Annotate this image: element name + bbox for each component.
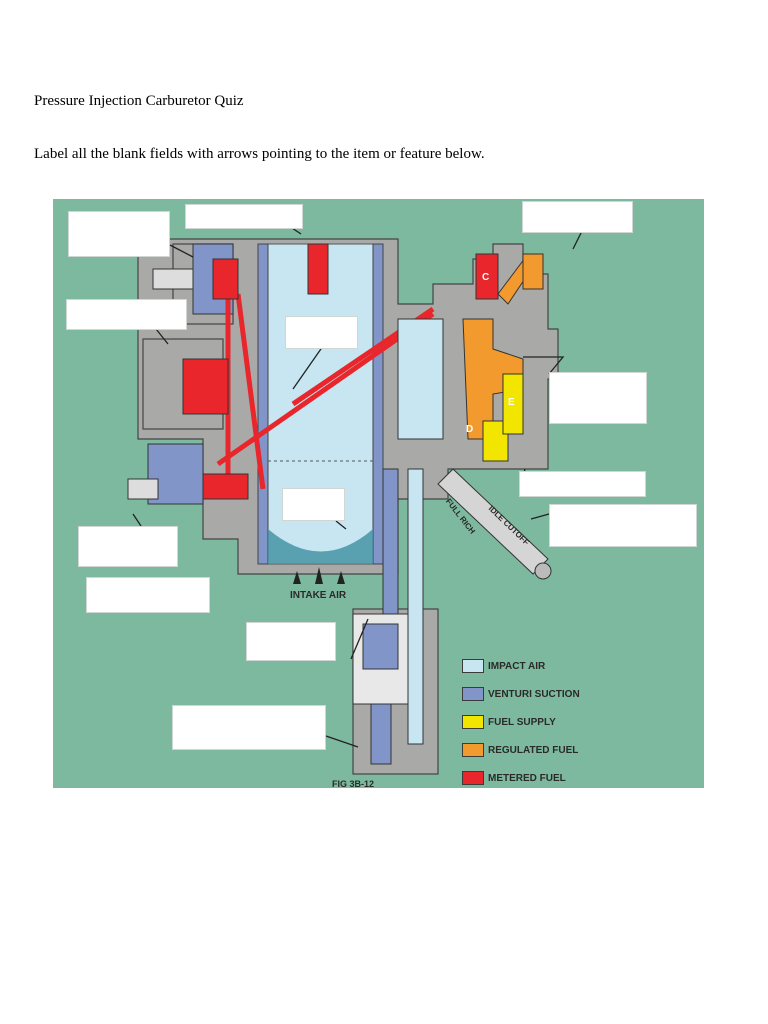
blank-field-5[interactable] — [285, 316, 358, 349]
legend-label: FUEL SUPPLY — [488, 716, 556, 728]
letter-d: D — [466, 424, 474, 435]
legend-label: METERED FUEL — [488, 772, 566, 784]
blank-field-6[interactable] — [549, 372, 647, 424]
legend-swatch — [462, 715, 484, 729]
letter-c: C — [482, 272, 490, 283]
legend-item: IMPACT AIR — [462, 652, 580, 680]
legend-item: VENTURI SUCTION — [462, 680, 580, 708]
impact-air-tubes — [382, 318, 444, 745]
metered-fuel-chambers — [182, 243, 499, 500]
carburetor-diagram: C D E FULL RICH IDLE CUTOFF INTAKE AIR I… — [53, 199, 704, 788]
regulated-fuel-section — [462, 253, 544, 440]
quiz-instructions: Label all the blank fields with arrows p… — [34, 146, 485, 162]
legend-item: REGULATED FUEL — [462, 736, 580, 764]
intake-air-arrows — [293, 567, 345, 584]
blank-field-10[interactable] — [78, 526, 178, 567]
blank-field-12[interactable] — [246, 622, 336, 661]
blank-field-8[interactable] — [519, 471, 646, 497]
legend-item: METERED FUEL — [462, 764, 580, 788]
blank-field-3[interactable] — [522, 201, 633, 233]
legend-item: FUEL SUPPLY — [462, 708, 580, 736]
intake-air-label: INTAKE AIR — [290, 590, 347, 601]
legend-swatch — [462, 743, 484, 757]
legend-label: IMPACT AIR — [488, 660, 546, 672]
legend-swatch — [462, 771, 484, 785]
page-title: Pressure Injection Carburetor Quiz — [34, 93, 244, 109]
legend-label: VENTURI SUCTION — [488, 688, 580, 700]
legend-swatch — [462, 687, 484, 701]
legend-swatch — [462, 659, 484, 673]
mixture-control — [437, 468, 552, 580]
legend-label: REGULATED FUEL — [488, 744, 579, 756]
blank-field-2[interactable] — [185, 204, 303, 229]
blank-field-13[interactable] — [172, 705, 326, 750]
fuel-supply-section — [482, 373, 524, 462]
injector-assembly — [352, 613, 409, 765]
blank-field-4[interactable] — [66, 299, 187, 330]
blank-field-7[interactable] — [282, 488, 345, 521]
blank-field-11[interactable] — [86, 577, 210, 613]
figure-caption: FIG 3B-12 — [332, 779, 375, 788]
letter-e: E — [508, 397, 515, 408]
legend: IMPACT AIR VENTURI SUCTION FUEL SUPPLY R… — [462, 652, 580, 788]
blank-field-9[interactable] — [549, 504, 697, 547]
carburetor-illustration — [127, 221, 584, 775]
blank-field-1[interactable] — [68, 211, 170, 257]
